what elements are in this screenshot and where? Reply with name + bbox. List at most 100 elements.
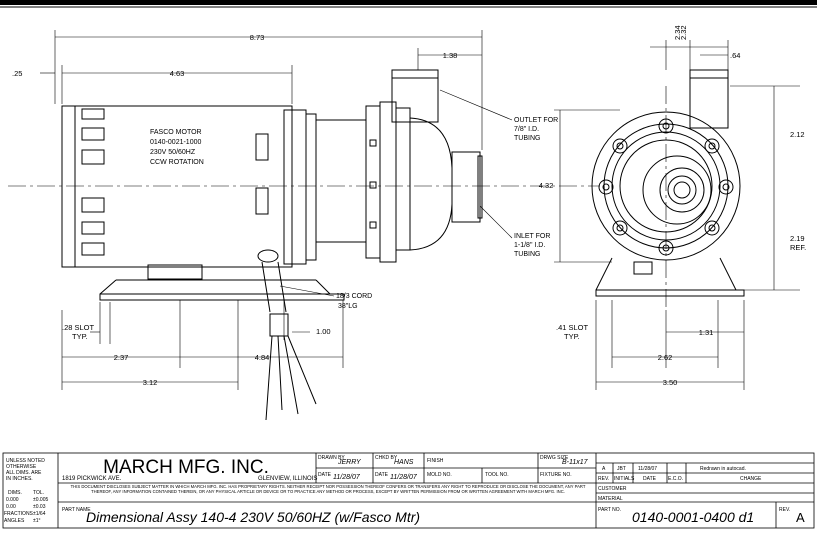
- revision-headers: REV. INITIALS DATE E.C.O. CHANGE: [598, 476, 762, 482]
- svg-text:18/3 CORD: 18/3 CORD: [336, 293, 372, 300]
- svg-text:INLET FOR: INLET FOR: [514, 233, 550, 240]
- dim-outlet-offset: 1.38: [443, 51, 458, 60]
- svg-text:FRACTIONS: FRACTIONS: [4, 511, 34, 517]
- material-label: MATERIAL: [598, 496, 623, 502]
- svg-text:ANGLES: ANGLES: [4, 518, 25, 524]
- dim-outlet-dia: .64: [730, 51, 740, 60]
- side-dimension-text: 8.73 .25 4.63 1.38 1.00 .28 SLOT TYP. 2.…: [12, 33, 558, 387]
- dim-overall-length: 8.73: [250, 33, 265, 42]
- proprietary-notice: THIS DOCUMENT DISCLOSES SUBJECT MATTER I…: [70, 484, 586, 494]
- dim-shaft-offset: .25: [12, 69, 22, 78]
- svg-text:UNLESS NOTED: UNLESS NOTED: [6, 458, 45, 464]
- side-dimensions: [40, 30, 513, 390]
- drawn-date: 11/28/07: [333, 474, 361, 481]
- svg-text:E.C.O.: E.C.O.: [668, 476, 683, 482]
- side-view: [8, 69, 600, 421]
- dim-front-base-a: 1.31: [699, 328, 714, 337]
- title-block-text: UNLESS NOTED OTHERWISE ALL DIMS. ARE IN …: [4, 455, 805, 525]
- svg-text:±1/64: ±1/64: [33, 511, 46, 517]
- company-address: 1819 PICKWICK AVE.: [62, 476, 122, 482]
- svg-text:TOOL NO.: TOOL NO.: [485, 472, 509, 478]
- dim-front-width-b: 2.32: [679, 25, 688, 40]
- motor-callout: FASCO MOTOR 0140-0021-1000 230V 50/60HZ …: [150, 129, 204, 166]
- dim-front-base-c: 3.50: [663, 378, 678, 387]
- svg-text:OTHERWISE: OTHERWISE: [6, 464, 37, 470]
- dim-cord-to-base: 1.00: [316, 327, 331, 336]
- svg-text:PART NO.: PART NO.: [598, 507, 621, 513]
- svg-text:DRAWN BY: DRAWN BY: [318, 455, 345, 461]
- dim-height: 4.32: [539, 181, 554, 190]
- part-number: 0140-0001-0400 d1: [632, 509, 754, 525]
- side-base: [99, 279, 345, 301]
- revision-letter: A: [796, 510, 805, 525]
- dim-slot-left: .28 SLOT: [62, 323, 95, 332]
- dim-slot-right-note: TYP.: [564, 332, 580, 341]
- svg-text:0140-0021-1000: 0140-0021-1000: [150, 139, 201, 146]
- svg-text:DATE: DATE: [375, 472, 389, 478]
- svg-text:7/8" I.D.: 7/8" I.D.: [514, 126, 539, 133]
- front-base: [595, 257, 745, 297]
- tolerance-note: UNLESS NOTED OTHERWISE ALL DIMS. ARE IN …: [4, 458, 48, 524]
- part-name: Dimensional Assy 140-4 230V 50/60HZ (w/F…: [86, 509, 420, 525]
- revision-row: A JBT 11/28/07 Redrawn in autocad.: [602, 466, 746, 472]
- cord-callout: 18/3 CORD 38"LG: [336, 293, 372, 310]
- motor-body: [61, 105, 317, 280]
- dim-motor-length: 4.63: [170, 69, 185, 78]
- bolt-holes: [598, 118, 734, 256]
- svg-text:FIXTURE NO.: FIXTURE NO.: [540, 472, 572, 478]
- svg-text:TUBING: TUBING: [514, 251, 540, 258]
- customer-label: CUSTOMER: [598, 486, 627, 492]
- svg-text:DATE: DATE: [318, 472, 332, 478]
- svg-text:38"LG: 38"LG: [338, 303, 358, 310]
- title-block: [2, 452, 815, 529]
- front-dimensions: [554, 40, 800, 390]
- svg-text:MOLD NO.: MOLD NO.: [427, 472, 452, 478]
- svg-text:±0.03: ±0.03: [33, 504, 46, 510]
- svg-text:CHANGE: CHANGE: [740, 476, 762, 482]
- svg-text:TOL.: TOL.: [33, 490, 44, 496]
- svg-text:REV.: REV.: [779, 507, 790, 513]
- dim-lower-height: 2.19: [790, 234, 805, 243]
- dim-slot-right: .41 SLOT: [556, 323, 589, 332]
- power-cord: [257, 249, 317, 421]
- svg-text:230V 50/60HZ: 230V 50/60HZ: [150, 149, 196, 156]
- outlet-callout: OUTLET FOR 7/8" I.D. TUBING: [514, 117, 558, 142]
- dim-lower-height-note: REF.: [790, 243, 806, 252]
- svg-text:CHKD BY: CHKD BY: [375, 455, 398, 461]
- svg-text:A: A: [602, 466, 606, 472]
- drawing-size: B-11x17: [562, 459, 589, 466]
- dim-slot-left-note: TYP.: [72, 332, 88, 341]
- svg-text:Redrawn in autocad.: Redrawn in autocad.: [700, 466, 746, 472]
- svg-text:JBT: JBT: [617, 466, 626, 472]
- checked-date: 11/28/07: [390, 474, 418, 481]
- svg-text:ALL DIMS. ARE: ALL DIMS. ARE: [6, 470, 42, 476]
- svg-text:0.00: 0.00: [6, 504, 16, 510]
- dim-base-c: 3.12: [143, 378, 158, 387]
- svg-text:11/28/07: 11/28/07: [638, 466, 657, 472]
- svg-text:FINISH: FINISH: [427, 458, 444, 464]
- pump-head: [315, 69, 483, 263]
- top-border: [0, 0, 817, 8]
- svg-text:TUBING: TUBING: [514, 135, 540, 142]
- front-view: [591, 69, 745, 310]
- svg-text:CCW ROTATION: CCW ROTATION: [150, 159, 204, 166]
- svg-text:FASCO MOTOR: FASCO MOTOR: [150, 129, 202, 136]
- company-city: GLENVIEW, ILLINOIS: [258, 476, 317, 482]
- dim-front-base-b: 2.62: [658, 353, 673, 362]
- svg-text:DRWG SIZE: DRWG SIZE: [540, 455, 569, 461]
- dim-front-width-a: 2.34: [673, 25, 682, 40]
- svg-text:IN INCHES.: IN INCHES.: [6, 476, 33, 482]
- svg-text:1-1/8" I.D.: 1-1/8" I.D.: [514, 242, 545, 249]
- dim-base-b: 4.84: [255, 353, 270, 362]
- checked-by: HANS: [394, 459, 414, 466]
- svg-text:±0.005: ±0.005: [33, 497, 48, 503]
- svg-text:REV.: REV.: [598, 476, 609, 482]
- svg-text:INITIALS: INITIALS: [614, 476, 635, 482]
- company-name: MARCH MFG. INC.: [103, 457, 269, 478]
- dim-base-a: 2.37: [114, 353, 129, 362]
- dim-upper-height: 2.12: [790, 130, 805, 139]
- front-dimension-text: 4.32 2.34 2.32 .64 2.12 2.19 REF. .41 SL…: [539, 25, 807, 387]
- svg-text:±1°: ±1°: [33, 518, 41, 524]
